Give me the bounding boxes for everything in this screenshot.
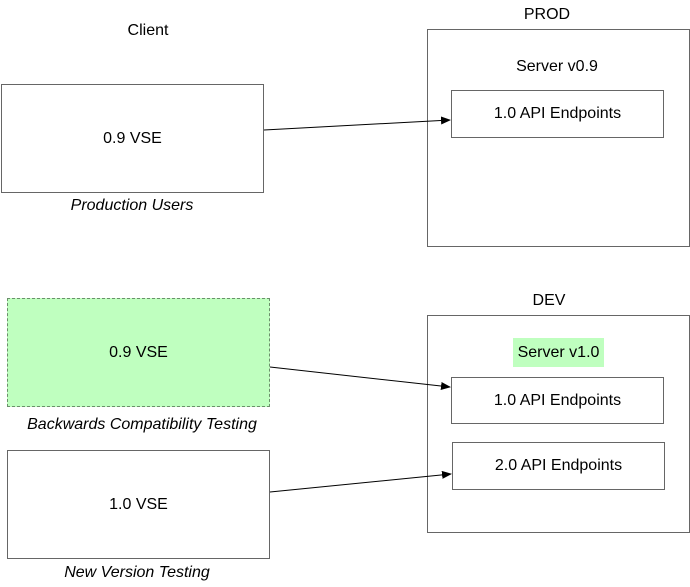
prod-client-label: 0.9 VSE — [103, 129, 162, 147]
prod-endpoint-1-0-label: 1.0 API Endpoints — [493, 105, 622, 122]
dev-heading: DEV — [532, 292, 566, 309]
dev-new-client-caption: New Version Testing — [64, 564, 210, 581]
arrow-prod-client-to-prod-endpoint — [263, 116, 451, 131]
dev-new-client-label: 1.0 VSE — [109, 495, 168, 513]
dev-compat-client-label: 0.9 VSE — [109, 343, 168, 361]
dev-endpoint-1-0: 1.0 API Endpoints — [451, 377, 664, 424]
dev-new-client-box: 1.0 VSE — [7, 450, 270, 559]
prod-server-label: Server v0.9 — [516, 58, 598, 75]
arrow-compat-client-to-dev-endpoint-1-0 — [269, 366, 451, 390]
dev-server-label: Server v1.0 — [513, 338, 604, 367]
prod-heading: PROD — [523, 6, 571, 23]
prod-environment — [427, 29, 690, 247]
prod-client-box: 0.9 VSE — [1, 84, 264, 193]
dev-endpoint-2-0-label: 2.0 API Endpoints — [494, 457, 623, 474]
dev-endpoint-2-0: 2.0 API Endpoints — [452, 442, 665, 490]
client-heading: Client — [127, 22, 169, 39]
dev-compat-client-box: 0.9 VSE — [7, 298, 270, 407]
dev-compat-client-caption: Backwards Compatibility Testing — [27, 416, 257, 433]
prod-endpoint-1-0: 1.0 API Endpoints — [451, 90, 664, 138]
prod-client-caption: Production Users — [70, 197, 194, 214]
dev-server-label-text: Server v1.0 — [517, 343, 600, 361]
dev-endpoint-1-0-label: 1.0 API Endpoints — [493, 391, 622, 409]
arrow-new-client-to-dev-endpoint-2-0 — [269, 470, 452, 493]
